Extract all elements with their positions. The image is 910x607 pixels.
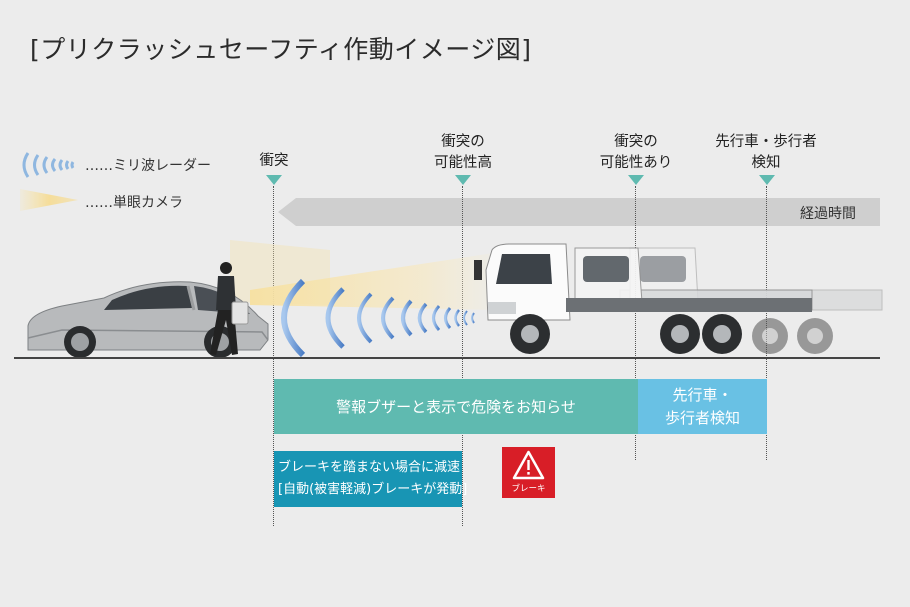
legend-camera-label: ……単眼カメラ — [85, 195, 183, 211]
warning-triangle-icon — [512, 450, 545, 480]
milestone-detect-marker — [759, 175, 775, 185]
milestone-possible-line2: 可能性あり — [599, 155, 673, 171]
milestone-possible-marker — [628, 175, 644, 185]
milestone-detect-label: 先行車・歩行者 検知 — [702, 132, 830, 174]
milestone-collision-marker — [266, 175, 282, 185]
high-risk-guide-line — [462, 186, 463, 526]
detection-band: 先行車・ 歩行者検知 — [638, 379, 767, 434]
pedestrian-illustration — [210, 262, 249, 355]
radar-wave-icon — [22, 152, 75, 178]
time-axis-label: 経過時間 — [800, 206, 856, 222]
truck-illustration — [474, 243, 883, 354]
brake-indicator-label: ブレーキ — [511, 484, 546, 494]
milestone-high-risk-line1: 衝突の — [441, 134, 485, 150]
milestone-detect-line2: 検知 — [751, 155, 781, 171]
collision-guide-line — [273, 186, 274, 526]
ground-line — [14, 357, 880, 359]
legend-radar-label: ……ミリ波レーダー — [85, 158, 211, 174]
milestone-high-risk-line2: 可能性高 — [434, 155, 492, 171]
milestone-possible-line1: 衝突の — [614, 134, 658, 150]
milestone-detect-line1: 先行車・歩行者 — [715, 134, 817, 150]
detection-band-line2: 歩行者検知 — [664, 408, 740, 427]
auto-brake-box: ブレーキを踏まない場合に減速 [自動(被害軽減)ブレーキが発動] — [274, 451, 468, 507]
auto-brake-line2: [自動(被害軽減)ブレーキが発動] — [278, 482, 468, 497]
auto-brake-line1: ブレーキを踏まない場合に減速 — [278, 460, 461, 475]
brake-warning-indicator: ブレーキ — [502, 447, 555, 498]
time-axis-arrow — [278, 198, 880, 226]
radar-wave-beam — [281, 278, 475, 358]
possible-guide-line — [635, 186, 636, 460]
car-illustration — [27, 281, 269, 358]
camera-cone-icon — [20, 189, 78, 211]
milestone-high-risk-marker — [455, 175, 471, 185]
milestone-possible-label: 衝突の 可能性あり — [590, 132, 682, 174]
page-title: [プリクラッシュセーフティ作動イメージ図] — [30, 35, 532, 64]
warning-band-label: 警報ブザーと表示で危険をお知らせ — [336, 398, 576, 416]
milestone-high-risk-label: 衝突の 可能性高 — [420, 132, 506, 174]
warning-band: 警報ブザーと表示で危険をお知らせ — [274, 379, 638, 434]
camera-cone-beam — [230, 240, 500, 310]
milestone-collision-label: 衝突 — [259, 153, 289, 169]
detection-band-line1: 先行車・ — [672, 385, 733, 404]
